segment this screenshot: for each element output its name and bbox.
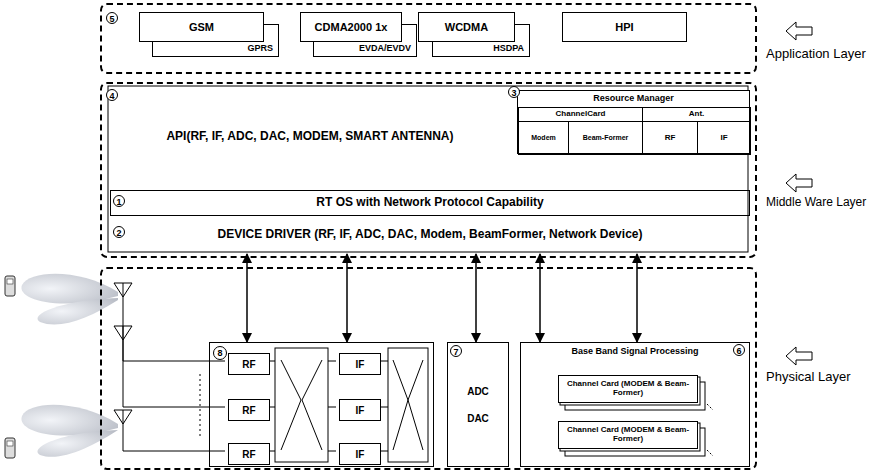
phone-icon bbox=[7, 441, 13, 446]
if-box: IF bbox=[339, 399, 381, 421]
table-cell-text: Ant. bbox=[689, 110, 705, 119]
table-cell: Modem bbox=[518, 121, 569, 155]
callout-number: 7 bbox=[450, 345, 462, 357]
rf-box-text: RF bbox=[242, 359, 255, 370]
driver-box: DEVICE DRIVER (RF, IF, ADC, DAC, Modem, … bbox=[110, 216, 750, 254]
protocol-box-text: HPI bbox=[615, 21, 633, 33]
rf-box: RF bbox=[228, 399, 270, 421]
table-cell-text: Modem bbox=[531, 134, 556, 142]
layer-region: Middle Ware LayerAPI(RF, IF, ADC, DAC, M… bbox=[100, 82, 757, 258]
channel-card: Channel Card (MODEM & Beam-Former) bbox=[558, 375, 698, 403]
baseband-block-text: Base Band Signal Processing bbox=[571, 343, 698, 357]
table-cell: Beam-Former bbox=[568, 121, 643, 155]
callout-number: 1 bbox=[113, 195, 125, 207]
layer-region: Physical Layer8RFRFRFIFIFIFADCDACBase Ba… bbox=[100, 267, 757, 470]
layer-region-text: Physical Layer bbox=[766, 370, 851, 384]
protocol-sub-box-text: EVDA/EVDV bbox=[359, 44, 411, 54]
protocol-box: CDMA2000 1x bbox=[300, 12, 402, 42]
table-cell: Ant. bbox=[642, 107, 751, 122]
table-cell: RF bbox=[642, 121, 698, 155]
layer-region-text: Application Layer bbox=[766, 47, 866, 61]
table-cell-text: ChannelCard bbox=[556, 110, 606, 119]
converter-block-text: DAC bbox=[467, 413, 489, 424]
phone-icon bbox=[5, 276, 15, 296]
radio-beam bbox=[37, 430, 118, 457]
callout-number: 3 bbox=[508, 86, 520, 98]
rf-if-block-text: 8 bbox=[213, 346, 227, 360]
protocol-box: HPI bbox=[562, 12, 687, 42]
os-box-text: RT OS with Network Protocol Capability bbox=[316, 196, 543, 209]
resource-manager-text: Resource Manager bbox=[593, 91, 674, 104]
if-box: IF bbox=[339, 443, 381, 465]
layer-arrow bbox=[786, 22, 812, 40]
driver-box-text: DEVICE DRIVER (RF, IF, ADC, DAC, Modem, … bbox=[218, 228, 643, 241]
if-box-text: IF bbox=[356, 449, 365, 460]
rf-box: RF bbox=[228, 353, 270, 375]
baseband-block: Base Band Signal ProcessingChannel Card … bbox=[520, 342, 750, 467]
callout-number: 6 bbox=[733, 344, 745, 356]
if-box: IF bbox=[339, 353, 381, 375]
if-box-text: IF bbox=[356, 359, 365, 370]
rf-box-text: RF bbox=[242, 449, 255, 460]
channel-card-text: Channel Card (MODEM & Beam-Former) bbox=[563, 426, 693, 444]
protocol-box: GSM bbox=[139, 12, 264, 42]
table-cell-text: Beam-Former bbox=[583, 134, 629, 142]
table-cell: ChannelCard bbox=[518, 107, 643, 122]
callout-number: 5 bbox=[106, 12, 118, 24]
protocol-sub-box-text: HSDPA bbox=[493, 44, 524, 54]
switch-cross bbox=[393, 360, 423, 450]
stack-dots bbox=[707, 404, 713, 456]
table-cell-text: IF bbox=[720, 134, 727, 143]
table-cell: IF bbox=[697, 121, 751, 155]
if-box-text: IF bbox=[356, 405, 365, 416]
protocol-box-text: WCDMA bbox=[445, 21, 488, 33]
converter-block: ADC DAC bbox=[447, 342, 509, 467]
protocol-box-text: GSM bbox=[189, 21, 214, 33]
table-cell-text: RF bbox=[665, 134, 676, 143]
phone-icon bbox=[5, 438, 15, 458]
rf-if-block: 8RF RF RF IF IF IF bbox=[209, 342, 434, 467]
layer-arrow bbox=[786, 174, 812, 192]
phone-icon bbox=[7, 279, 13, 284]
callout-number: 4 bbox=[106, 89, 118, 101]
channel-card: Channel Card (MODEM & Beam-Former) bbox=[558, 421, 698, 449]
api-region: API(RF, IF, ADC, DAC, MODEM, SMART ANTEN… bbox=[114, 102, 506, 172]
os-box: RT OS with Network Protocol Capability bbox=[110, 190, 750, 216]
protocol-box-text: CDMA2000 1x bbox=[315, 21, 388, 33]
channel-card-text: Channel Card (MODEM & Beam-Former) bbox=[563, 380, 693, 398]
switch-cross bbox=[281, 360, 322, 450]
layer-arrow bbox=[786, 347, 812, 365]
rf-box-text: RF bbox=[242, 405, 255, 416]
callout-number: 2 bbox=[113, 226, 125, 238]
protocol-box: WCDMA bbox=[418, 12, 515, 42]
layer-region-text: Middle Ware Layer bbox=[766, 196, 866, 209]
resource-manager: Resource ManagerChannelCard Ant. Modem Beam… bbox=[517, 90, 750, 154]
layer-region: Application LayerGSMGPRSCDMA2000 1xEVDA/… bbox=[100, 3, 757, 74]
rf-box: RF bbox=[228, 443, 270, 465]
ellipsis-dots bbox=[200, 374, 201, 436]
api-region-text: API(RF, IF, ADC, DAC, MODEM, SMART ANTEN… bbox=[166, 130, 453, 143]
converter-block-text: ADC bbox=[467, 386, 489, 397]
radio-beam bbox=[37, 298, 118, 325]
protocol-sub-box-text: GPRS bbox=[247, 44, 273, 54]
switch-matrix bbox=[388, 348, 428, 462]
switch-matrix bbox=[275, 348, 328, 462]
